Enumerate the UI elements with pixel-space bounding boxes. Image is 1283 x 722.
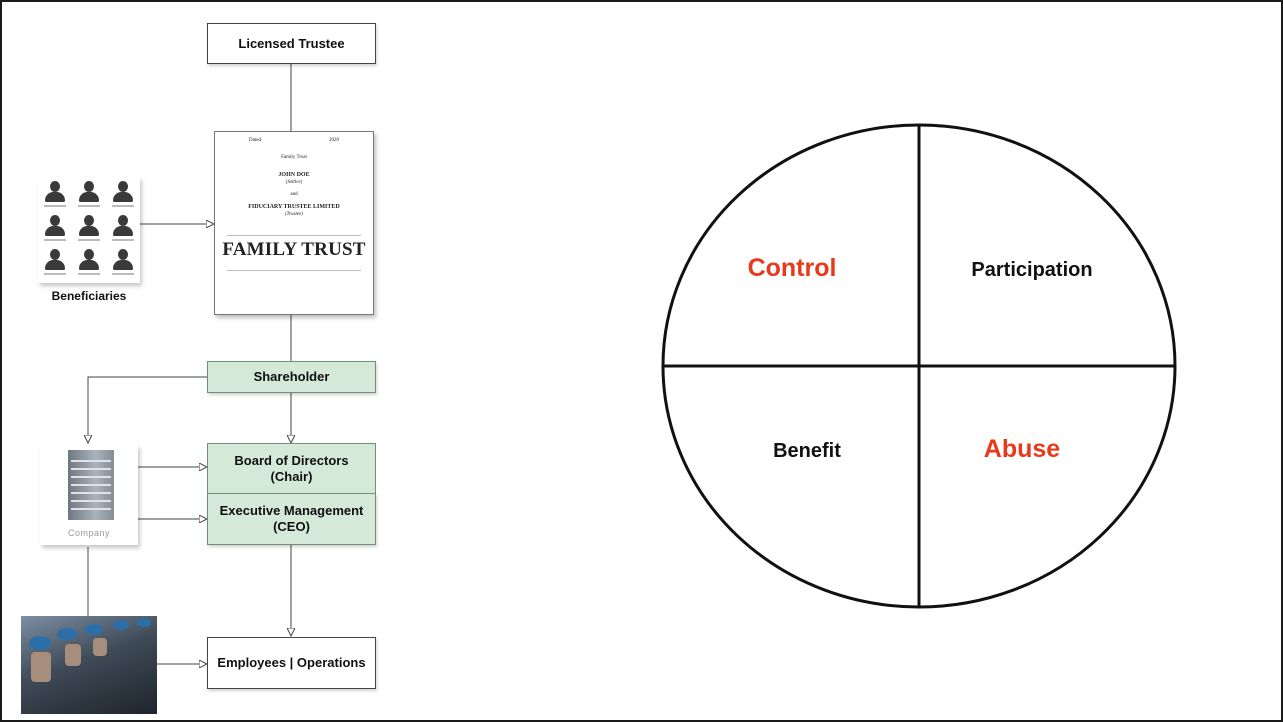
quadrant-benefit-label: Benefit: [773, 440, 841, 462]
person-icon: [40, 213, 70, 243]
factory-workers-photo: [21, 616, 157, 714]
person-icon: [40, 247, 70, 277]
doc-settlor-role: (Settlor): [285, 180, 303, 185]
doc-heading: Family Trust: [281, 155, 307, 160]
person-icon: [108, 179, 138, 209]
board-line1: Board of Directors: [234, 452, 349, 468]
doc-settlor-name: JOHN DOE: [278, 172, 310, 178]
doc-trustee-role: (Trustee): [284, 212, 304, 217]
board-of-directors-box: Board of Directors (Chair): [207, 443, 376, 494]
quadrant-participation-label: Participation: [971, 259, 1093, 281]
employees-label: Employees | Operations: [217, 655, 366, 670]
doc-trustee-name: FIDUCIARY TRUSTEE LIMITED: [248, 204, 340, 210]
company-card: Company: [40, 445, 138, 545]
doc-dated: Dated: [249, 138, 261, 143]
quadrant-circle: [661, 123, 1177, 609]
licensed-trustee-box: Licensed Trustee: [207, 23, 376, 64]
person-icon: [108, 213, 138, 243]
building-icon: [68, 450, 114, 520]
shareholder-to-company-arrow: [88, 376, 208, 443]
exec-line2: (CEO): [273, 519, 310, 534]
person-icon: [74, 213, 104, 243]
quadrant-control-label: Control: [747, 254, 837, 282]
person-icon: [108, 247, 138, 277]
quadrant-abuse-label: Abuse: [983, 435, 1061, 463]
person-icon: [40, 179, 70, 209]
employees-operations-box: Employees | Operations: [207, 637, 376, 689]
doc-rule-bottom: [227, 270, 361, 271]
licensed-trustee-label: Licensed Trustee: [238, 35, 345, 51]
shareholder-box: Shareholder: [207, 361, 376, 393]
person-icon: [74, 247, 104, 277]
beneficiaries-label: Beneficiaries: [51, 289, 127, 303]
shareholder-label: Shareholder: [253, 369, 330, 384]
person-icon: [74, 179, 104, 209]
company-label: Company: [67, 528, 111, 538]
board-line2: (Chair): [270, 468, 313, 484]
doc-rule-top: [227, 235, 361, 236]
exec-line1: Executive Management: [219, 503, 364, 518]
doc-and: and: [290, 192, 298, 197]
beneficiaries-grid: [38, 177, 140, 283]
doc-dated-row: Dated 2020: [215, 138, 373, 143]
doc-big-title: FAMILY TRUST: [222, 239, 366, 260]
family-trust-document: Dated 2020 Family Trust JOHN DOE (Settlo…: [214, 131, 374, 315]
doc-year: 2020: [328, 138, 339, 143]
executive-management-box: Executive Management (CEO): [207, 493, 376, 545]
